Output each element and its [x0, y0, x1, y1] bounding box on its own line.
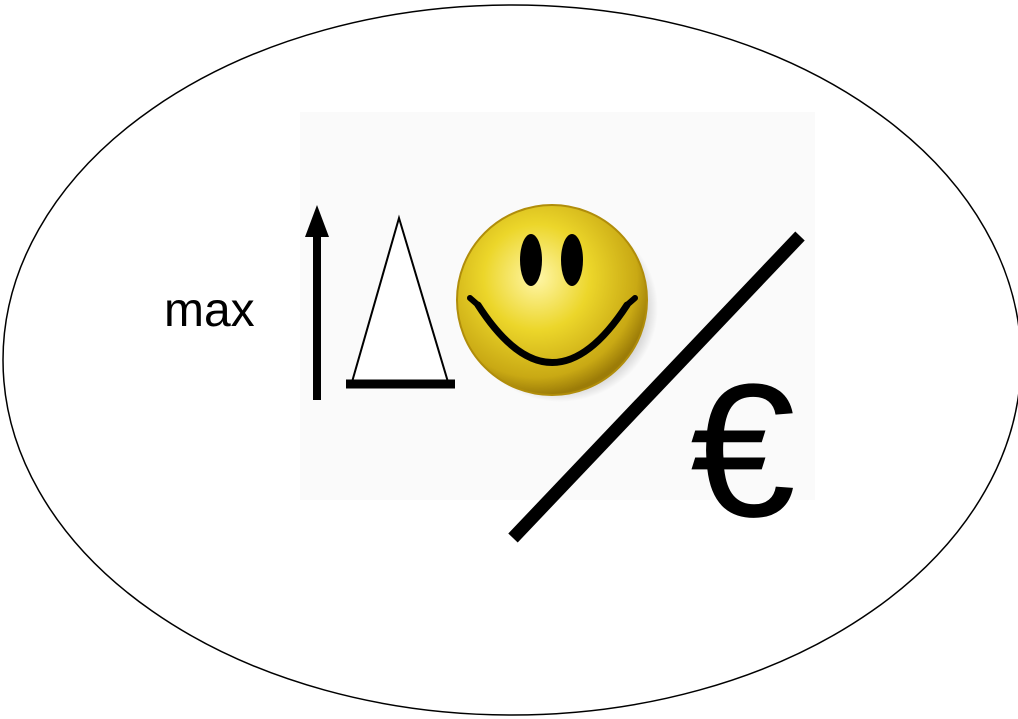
smiley-left-eye	[520, 234, 542, 286]
smiley-face-icon	[456, 204, 658, 402]
smiley-right-eye	[561, 234, 583, 286]
triangle-icon	[346, 214, 455, 389]
up-arrow-icon	[305, 205, 329, 400]
euro-symbol: €	[690, 345, 796, 557]
smiley-mouth	[474, 301, 631, 366]
max-label: max	[164, 284, 255, 337]
slash-icon	[508, 231, 805, 543]
